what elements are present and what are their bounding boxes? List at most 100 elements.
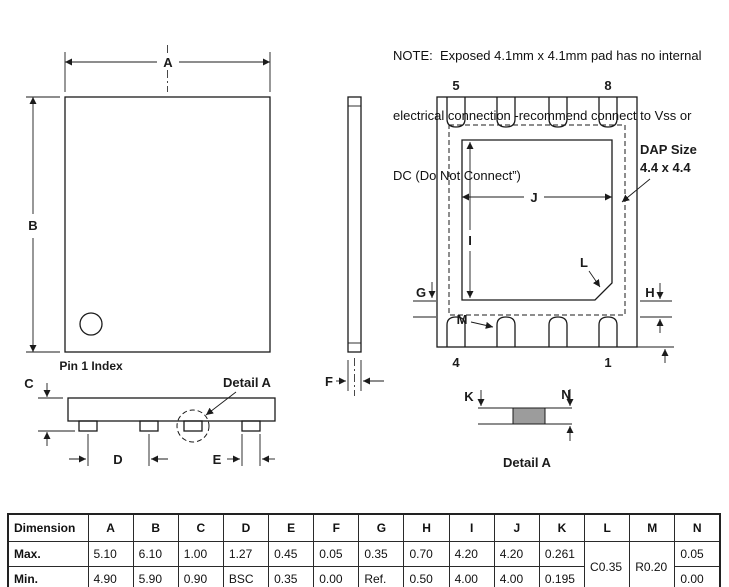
dimension-table: Dimension A B C D E F G H I J K L M N: [7, 513, 721, 587]
note-line: electrical connection -recommend connect…: [393, 108, 692, 123]
dim-label-n: N: [561, 387, 570, 402]
side-outline: [347, 96, 362, 353]
pad-boundary-dashed: [448, 124, 626, 316]
table-cell: 0.35: [268, 566, 315, 587]
dap-size-label-line1: DAP Size: [640, 142, 697, 157]
pad: [496, 97, 516, 128]
header-cell: J: [493, 513, 540, 542]
pin1-index-circle: [79, 312, 103, 336]
table-cell: 0.00: [313, 566, 360, 587]
dim-label-k: K: [464, 389, 474, 404]
pin-number-4: 4: [452, 355, 460, 370]
table-cell: 0.05: [313, 541, 360, 567]
detail-a-caption: Detail A: [503, 455, 552, 470]
pin-number-1: 1: [604, 355, 611, 370]
bottom-view: 5 8 4 1 J I L G M: [413, 78, 697, 370]
header-cell: K: [538, 513, 586, 542]
lead-pad: [78, 420, 98, 432]
table-cell: 4.00: [448, 566, 495, 587]
table-cell: 4.90: [87, 566, 134, 587]
header-cell: F: [313, 513, 360, 542]
table-cell: 1.27: [222, 541, 270, 567]
top-view: Pin 1 Index A B: [26, 45, 271, 373]
header-cell: G: [358, 513, 405, 542]
bottom-side-view: C Detail A D E: [24, 375, 276, 467]
dim-label-d: D: [113, 452, 122, 467]
pad: [548, 97, 568, 128]
table-cell-l: C0.35: [584, 541, 631, 587]
header-cell: H: [403, 513, 450, 542]
table-cell: BSC: [222, 566, 270, 587]
dim-label-m: M: [457, 312, 468, 327]
header-cell: C: [177, 513, 224, 542]
pin-number-5: 5: [452, 78, 459, 93]
table-cell: 0.261: [538, 541, 586, 567]
header-cell: N: [674, 513, 721, 542]
header-cell: A: [87, 513, 134, 542]
pad: [598, 316, 618, 347]
table-cell: 0.45: [268, 541, 315, 567]
pad: [598, 97, 618, 128]
dim-label-h: H: [645, 285, 654, 300]
header-cell: L: [584, 513, 631, 542]
dim-label-a: A: [163, 55, 173, 70]
note-line: DC (Do Not Connect”): [393, 168, 521, 183]
table-cell: 6.10: [132, 541, 179, 567]
detail-a-callout: Detail A: [223, 375, 272, 390]
table-cell: 4.20: [448, 541, 495, 567]
note-line: NOTE: Exposed 4.1mm x 4.1mm pad has no i…: [393, 48, 702, 63]
note-block: NOTE: Exposed 4.1mm x 4.1mm pad has no i…: [393, 6, 723, 226]
dimension-table-wrap: Dimension A B C D E F G H I J K L M N: [7, 513, 721, 587]
dim-label-c: C: [24, 376, 34, 391]
table-header-row: Dimension A B C D E F G H I J K L M N: [7, 513, 721, 542]
row-label: Max.: [7, 541, 89, 567]
detail-a-circle: [176, 409, 210, 443]
table-row-max: Max. 5.10 6.10 1.00 1.27 0.45 0.05 0.35 …: [7, 541, 721, 587]
table-cell: 0.35: [358, 541, 405, 567]
table-cell: 5.90: [132, 566, 179, 587]
dim-label-b: B: [28, 218, 37, 233]
table-cell-m: R0.20: [629, 541, 676, 587]
pad: [496, 316, 516, 347]
table-cell: 4.20: [493, 541, 540, 567]
pad: [446, 316, 466, 347]
terminal-pad-section: [512, 407, 546, 425]
lead-pad: [139, 420, 159, 432]
header-cell: Dimension: [7, 513, 89, 542]
table-cell: 0.00: [674, 566, 721, 587]
table-cell: 0.50: [403, 566, 450, 587]
bottom-outline: [436, 96, 638, 348]
lead-pad: [183, 420, 203, 432]
header-cell: D: [222, 513, 270, 542]
pin-number-8: 8: [604, 78, 611, 93]
table-row-min: Min. 4.90 5.90 0.90 BSC 0.35 0.00 Ref. 0…: [7, 566, 721, 587]
drawing-canvas: Pin 1 Index A B F: [24, 45, 697, 470]
dap-outline: [461, 139, 613, 301]
pin1-index-label: Pin 1 Index: [59, 359, 123, 373]
detail-a-section: K N Detail A: [464, 387, 574, 470]
table-cell: 4.00: [493, 566, 540, 587]
side-view: F: [325, 96, 384, 396]
dim-label-g: G: [416, 285, 426, 300]
header-cell: M: [629, 513, 676, 542]
table-cell: 1.00: [177, 541, 224, 567]
row-label: Min.: [7, 566, 89, 587]
dap-size-label-line2: 4.4 x 4.4: [640, 160, 691, 175]
table-cell: 0.05: [674, 541, 721, 567]
table-cell: Ref.: [358, 566, 405, 587]
dim-label-l: L: [580, 255, 588, 270]
dim-label-i: I: [468, 233, 472, 248]
table-cell: 0.195: [538, 566, 586, 587]
table-cell: 0.90: [177, 566, 224, 587]
lead-pad: [241, 420, 261, 432]
table-cell: 5.10: [87, 541, 134, 567]
package-outline: [64, 96, 271, 353]
table-cell: 0.70: [403, 541, 450, 567]
dim-label-f: F: [325, 374, 333, 389]
dim-label-e: E: [213, 452, 222, 467]
header-cell: B: [132, 513, 179, 542]
header-cell: I: [448, 513, 495, 542]
header-cell: E: [268, 513, 315, 542]
side-body-outline: [67, 397, 276, 422]
